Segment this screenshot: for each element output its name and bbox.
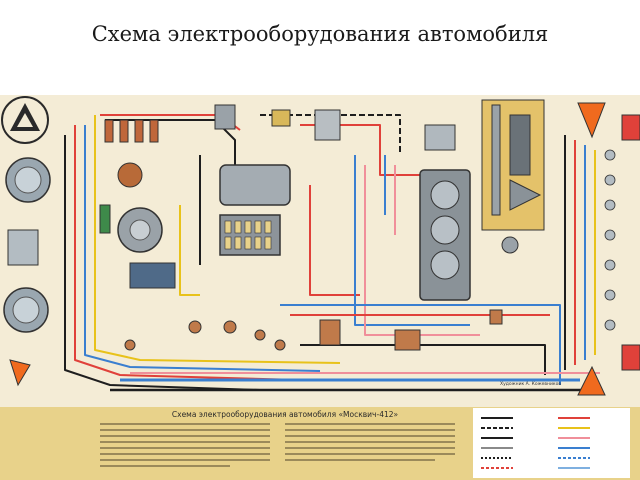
tail-light-triangle-upper — [577, 102, 606, 139]
connector-a — [188, 320, 202, 334]
wire-pink-center — [364, 165, 480, 336]
relay-top — [271, 109, 291, 127]
legend-swatches — [481, 417, 590, 469]
wire-black-top — [105, 119, 236, 165]
connector-b — [223, 320, 237, 334]
wire-yellow-generator — [179, 205, 200, 296]
wire-red-left-main — [74, 125, 301, 381]
connector-d — [124, 339, 136, 351]
speaker-cone — [509, 179, 542, 211]
artist-credit: Художник А. Кожевников — [500, 382, 562, 387]
starter-motor — [219, 164, 291, 206]
headlamp-lower-left — [3, 287, 49, 333]
tail-light-triangle-lower — [577, 365, 606, 396]
steering-switch — [501, 236, 519, 254]
wiring-diagram-poster: Художник А. Кожевников Схема электрообор… — [0, 95, 640, 480]
factory-logo-icon — [1, 96, 49, 144]
ignition-coil — [214, 104, 236, 130]
wire-blue-lower — [280, 304, 561, 385]
wire-blue-left-main — [84, 125, 321, 372]
heater-motor — [424, 124, 456, 151]
connector-e — [274, 339, 286, 351]
distributor — [117, 162, 143, 188]
fuses — [224, 220, 272, 250]
horn-left — [7, 229, 39, 266]
generator — [117, 207, 163, 253]
rear-lamps-right — [604, 149, 616, 331]
rear-window-panel — [481, 99, 545, 231]
caption-title: Схема электрооборудования автомобиля «Мо… — [171, 410, 399, 419]
spark-plugs — [104, 119, 159, 143]
wire-black-lower — [300, 344, 546, 375]
wire-blue-center — [354, 155, 470, 326]
wire-black-left-main — [64, 135, 261, 391]
wire-color-legend — [473, 408, 630, 478]
wiring-diagram — [3, 99, 640, 396]
instrument-cluster — [419, 169, 471, 301]
wire-harness — [64, 114, 600, 392]
wire-red-center — [309, 185, 360, 296]
headlamp-upper-left — [5, 157, 51, 203]
caption-text-lines — [100, 423, 455, 467]
battery — [129, 262, 176, 289]
tail-light-upper — [621, 114, 640, 141]
switch-block — [394, 329, 421, 351]
voltage-regulator — [99, 204, 111, 234]
wire-dashed-top — [260, 114, 401, 155]
tail-light-lower — [621, 344, 640, 371]
brake-switch — [489, 309, 503, 325]
turn-signal-lower-left — [9, 359, 31, 387]
wiper-motor — [314, 109, 341, 141]
wire-yellow-left-main — [94, 115, 341, 364]
slide-title: Схема электрооборудования автомобиля — [91, 22, 549, 46]
ignition-switch — [319, 319, 341, 346]
connector-c — [254, 329, 266, 341]
